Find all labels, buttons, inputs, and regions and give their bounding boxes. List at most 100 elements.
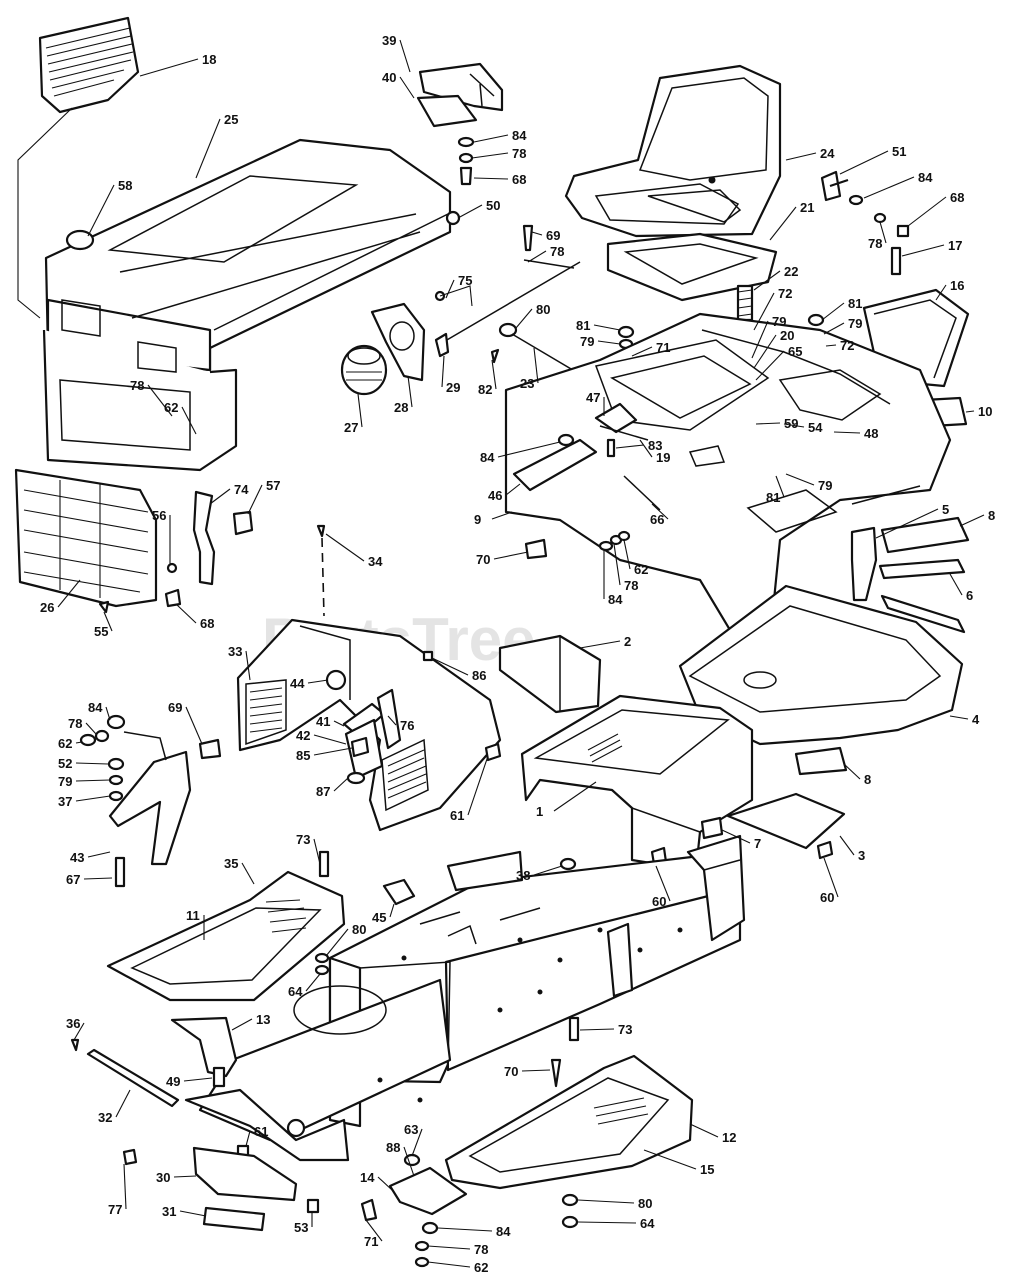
part-87-washer — [346, 771, 366, 785]
part-44-knob — [325, 669, 347, 691]
callout-68: 68 — [950, 190, 964, 205]
leader-line-2 — [579, 640, 621, 649]
callout-1: 1 — [536, 804, 543, 819]
leader-line-39 — [399, 39, 411, 73]
leader-line-61 — [467, 755, 489, 816]
part-77-plug — [122, 1148, 138, 1166]
callout-84: 84 — [512, 128, 527, 143]
callout-24: 24 — [820, 146, 835, 161]
callout-64: 64 — [640, 1216, 655, 1231]
callout-57: 57 — [266, 478, 280, 493]
part-68-bolt-c — [896, 224, 910, 238]
leader-line-14 — [377, 1176, 393, 1191]
leader-line-69 — [531, 231, 543, 236]
callout-78: 78 — [68, 716, 82, 731]
part-8-strip-b — [794, 746, 848, 776]
leader-line-32 — [115, 1089, 131, 1118]
dashed-guide — [321, 537, 325, 617]
leader-line-41 — [333, 720, 345, 727]
callout-14: 14 — [360, 1170, 375, 1185]
callout-7: 7 — [754, 836, 761, 851]
leader-line-62 — [623, 539, 631, 570]
part-68-bolt-a — [164, 588, 182, 608]
callout-37: 37 — [58, 794, 72, 809]
callout-81: 81 — [766, 490, 780, 505]
leader-line-59 — [755, 422, 781, 425]
callout-13: 13 — [256, 1012, 270, 1027]
leader-line-71 — [365, 1219, 383, 1242]
leader-line-66 — [651, 503, 669, 520]
callout-79: 79 — [580, 334, 594, 349]
part-29-rod — [439, 261, 581, 345]
callout-78: 78 — [512, 146, 526, 161]
leader-line-50 — [457, 204, 483, 219]
part-85-switch — [350, 736, 370, 758]
callout-69: 69 — [168, 700, 182, 715]
leader-line-29 — [441, 355, 445, 388]
leader-line-16 — [935, 284, 947, 301]
callout-72: 72 — [778, 286, 792, 301]
callout-2: 2 — [624, 634, 631, 649]
leader-line-3 — [839, 835, 855, 856]
part-84-washer-e — [106, 714, 126, 730]
part-18-grille-insert — [38, 16, 140, 114]
leader-line-62 — [181, 406, 197, 435]
part-84-washer-f — [421, 1221, 439, 1235]
callout-78: 78 — [130, 378, 144, 393]
leader-line-75 — [445, 279, 455, 299]
part-38-plug — [559, 857, 577, 871]
part-81-bushing-b — [807, 313, 825, 327]
part-76-link — [376, 688, 402, 750]
leader-line-68 — [473, 177, 509, 180]
callout-67: 67 — [66, 872, 80, 887]
callout-81: 81 — [576, 318, 590, 333]
leader-line-36 — [73, 1022, 85, 1041]
callout-79: 79 — [818, 478, 832, 493]
leader-line-58 — [87, 184, 115, 237]
leader-line-81 — [775, 475, 785, 498]
leader-line-33 — [245, 650, 251, 681]
callout-70: 70 — [476, 552, 490, 567]
part-51-bracket — [820, 170, 849, 202]
callout-75: 75 — [458, 273, 472, 288]
callout-78: 78 — [550, 244, 564, 259]
part-82-pin — [490, 348, 500, 364]
callout-58: 58 — [118, 178, 132, 193]
part-60-bolt-a — [816, 840, 834, 860]
callout-68: 68 — [200, 616, 214, 631]
part-84-washer-c — [557, 433, 575, 447]
part-55-screw — [98, 600, 110, 614]
leader-line-20 — [753, 334, 777, 369]
callout-42: 42 — [296, 728, 310, 743]
callout-17: 17 — [948, 238, 962, 253]
leader-line-78 — [427, 1245, 471, 1250]
leader-line-12 — [689, 1123, 719, 1138]
leader-line-18 — [139, 58, 199, 77]
leader-line-79 — [75, 779, 111, 782]
part-64-nut-a — [314, 964, 330, 976]
leader-line-88 — [403, 1146, 415, 1177]
leader-line-61 — [245, 1130, 251, 1147]
leader-line-79 — [785, 473, 815, 486]
part-69-bolt-a — [522, 224, 534, 252]
callout-79: 79 — [848, 316, 862, 331]
leader-line-74 — [209, 488, 231, 505]
callout-5: 5 — [942, 502, 949, 517]
leader-line-35 — [241, 862, 255, 885]
leader-line-68 — [175, 603, 197, 624]
leader-line-81 — [821, 302, 845, 321]
leader-line-87 — [333, 777, 349, 792]
leader-line-27 — [357, 393, 363, 428]
leader-line-7 — [721, 829, 751, 844]
leader-line-25 — [195, 118, 221, 179]
callout-47: 47 — [586, 390, 600, 405]
part-46-bracket — [512, 438, 598, 492]
callout-28: 28 — [394, 400, 408, 415]
part-25-hood — [42, 138, 461, 472]
part-73-bolt-a — [318, 850, 330, 878]
part-3-plate — [726, 792, 846, 850]
part-24-seat — [564, 64, 782, 238]
part-78-lockwasher-b — [873, 212, 887, 224]
